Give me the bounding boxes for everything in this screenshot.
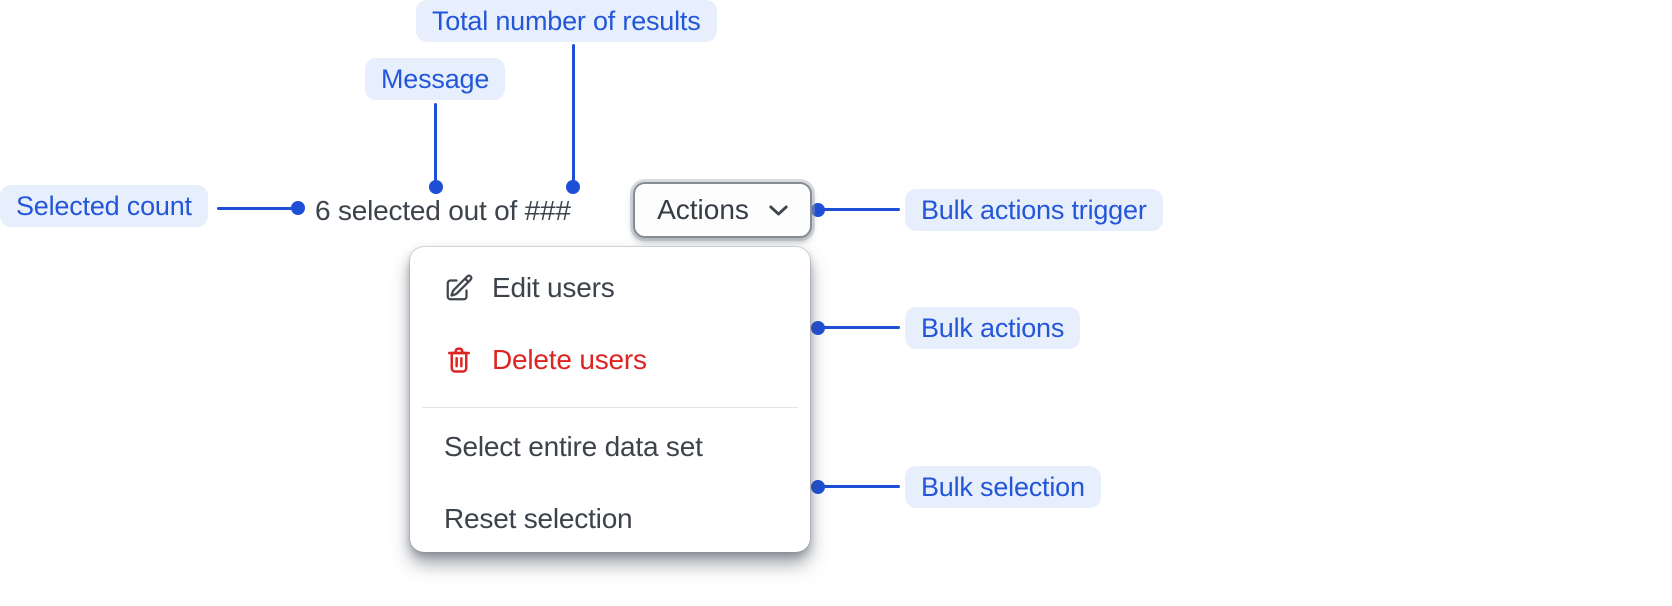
connector-line-total-results [572,44,575,182]
menu-item-label: Reset selection [444,503,633,534]
edit-icon [446,274,473,301]
connector-dot-message [429,180,443,194]
connector-line-selected-count [217,207,293,210]
annotation-label-total-results: Total number of results [416,0,717,42]
connector-line-bulk-actions [822,326,900,329]
menu-item-select-entire-data-set[interactable]: Select entire data set [410,418,810,476]
menu-divider [422,407,798,408]
annotation-label-bulk-selection: Bulk selection [905,466,1101,508]
menu-item-label: Delete users [492,344,647,375]
menu-item-label: Select entire data set [444,431,703,462]
connector-dot-selected-count [291,201,305,215]
menu-item-delete-users[interactable]: Delete users [410,331,810,389]
menu-item-label: Edit users [492,272,615,303]
menu-item-reset-selection[interactable]: Reset selection [410,490,810,548]
connector-line-message [434,103,437,182]
connector-line-bulk-selection [822,485,900,488]
connector-dot-bulk-actions [811,321,825,335]
annotation-label-bulk-actions-trigger: Bulk actions trigger [905,189,1163,231]
selection-count-message: 6 selected out of ### [315,195,571,226]
connector-dot-bulk-actions-trigger [811,203,825,217]
annotation-label-selected-count: Selected count [0,185,208,227]
annotation-label-bulk-actions: Bulk actions [905,307,1081,349]
bulk-actions-menu: Edit users Delete users Select entire da… [410,247,810,552]
actions-button-label: Actions [657,194,749,225]
connector-dot-bulk-selection [811,480,825,494]
bulk-actions-trigger-button[interactable]: Actions [633,182,812,238]
menu-item-edit-users[interactable]: Edit users [410,259,810,317]
trash-icon [448,347,470,373]
connector-dot-total-results [566,180,580,194]
chevron-down-icon [769,205,788,215]
annotation-label-message: Message [365,58,506,100]
connector-line-bulk-actions-trigger [822,208,900,211]
